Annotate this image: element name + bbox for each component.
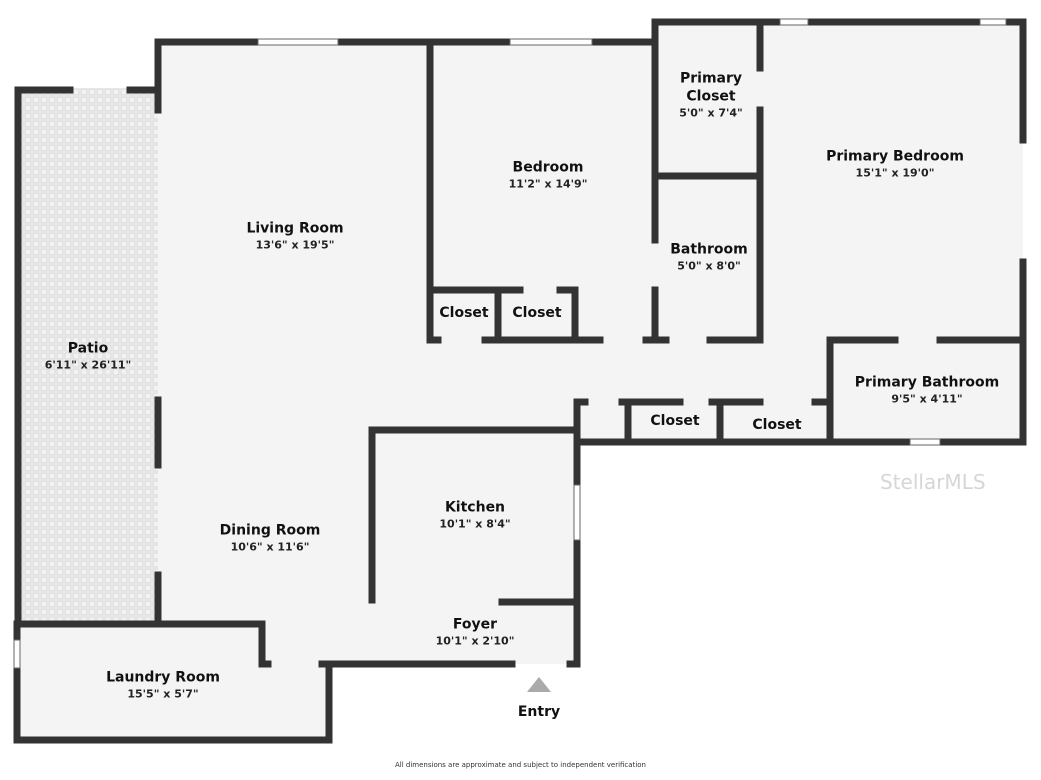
room-name: Bedroom [512, 159, 584, 176]
room-name: Foyer [452, 616, 498, 633]
walls [13, 18, 1027, 744]
room-dims: 6'11" x 26'11" [44, 358, 132, 372]
entry-arrow-icon [527, 677, 551, 692]
room-name: Closet [650, 413, 700, 429]
room-name: Closet [512, 305, 562, 321]
room-dims: 10'6" x 11'6" [230, 540, 310, 554]
room-dims: 15'5" x 5'7" [127, 687, 199, 701]
windows [13, 18, 1007, 669]
room-dims: 9'5" x 4'11" [891, 392, 963, 406]
room-dims: 11'2" x 14'9" [508, 177, 588, 191]
room-dims: 5'0" x 8'0" [677, 259, 741, 273]
room-closet: Closet [650, 412, 699, 430]
room-dims: 13'6" x 19'5" [255, 238, 335, 252]
room-name: Closet [686, 88, 736, 105]
room-name: Closet [439, 305, 489, 321]
watermark: StellarMLS [880, 470, 986, 494]
room-name: Closet [752, 417, 802, 433]
room-name: Kitchen [444, 499, 506, 516]
room-name: Dining Room [219, 522, 321, 539]
room-name: Primary [679, 70, 743, 87]
room-dims: 10'1" x 8'4" [439, 517, 511, 531]
room-name: Bathroom [670, 241, 748, 258]
room-dims: 15'1" x 19'0" [855, 166, 935, 180]
room-name: Primary Bedroom [826, 148, 964, 165]
room-dims: 5'0" x 7'4" [679, 106, 743, 120]
room-name: Laundry Room [106, 669, 220, 686]
room-name: Living Room [246, 220, 344, 237]
entry-label: Entry [517, 704, 561, 720]
room-closet: Closet [512, 304, 561, 322]
room-closet: Closet [752, 416, 801, 434]
room-name: Primary Bathroom [854, 374, 1000, 391]
room-dims: 10'1" x 2'10" [435, 634, 515, 648]
room-name: Patio [67, 340, 109, 357]
room-closet: Closet [439, 304, 488, 322]
patio-floor [18, 88, 158, 622]
disclaimer: All dimensions are approximate and subje… [395, 761, 646, 769]
